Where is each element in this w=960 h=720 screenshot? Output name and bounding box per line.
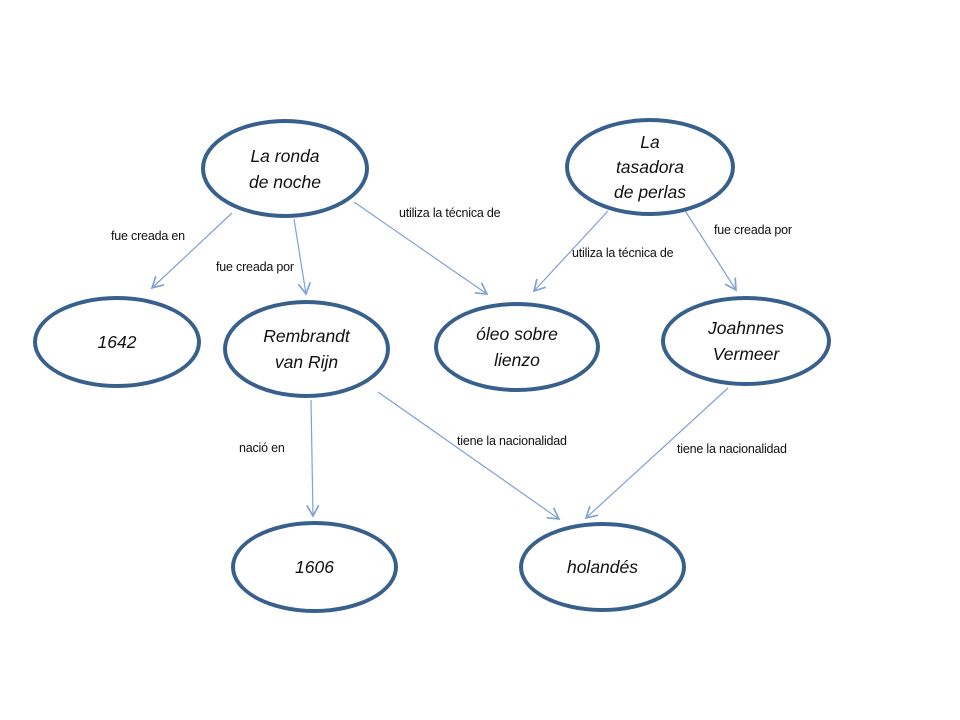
edge-label-fue-creada-por-ronda: fue creada por xyxy=(216,260,294,274)
edge-vermeer-holandes xyxy=(584,387,729,520)
edge-ronda-rembrandt xyxy=(293,218,312,296)
node-holandes: holandés xyxy=(519,522,686,612)
edge-label-nacio-en: nació en xyxy=(239,441,285,455)
node-la-ronda-de-noche: La ronda de noche xyxy=(201,119,369,218)
node-label-line: de perlas xyxy=(614,181,686,202)
edge-ronda-oleo xyxy=(353,201,489,295)
node-1606: 1606 xyxy=(231,521,398,613)
node-label-line: 1642 xyxy=(97,332,137,352)
edge-label-utiliza-tecnica-tasadora: utiliza la técnica de xyxy=(572,246,674,260)
node-oleo-sobre-lienzo: óleo sobre lienzo xyxy=(434,302,600,392)
edge-rembrandt-holandes xyxy=(377,391,561,520)
edge-label-fue-creada-en: fue creada en xyxy=(111,229,185,243)
node-label-line: holandés xyxy=(566,557,639,577)
node-label-line: óleo sobre xyxy=(476,324,558,344)
edge-label-tiene-nacionalidad-vermeer: tiene la nacionalidad xyxy=(677,442,787,456)
edge-label-tiene-nacionalidad-rembrandt: tiene la nacionalidad xyxy=(457,434,567,448)
node-label-line: van Rijn xyxy=(274,352,339,372)
node-label-line: La xyxy=(640,131,660,152)
edge-label-utiliza-tecnica-ronda: utiliza la técnica de xyxy=(399,206,501,220)
node-label-line: Joahnnes xyxy=(708,318,784,338)
edge-rembrandt-1606 xyxy=(306,399,320,518)
node-label-line: tasadora xyxy=(615,156,685,177)
node-label-line: Rembrandt xyxy=(263,326,350,346)
node-label-line: de noche xyxy=(248,171,321,192)
edge-tasadora-oleo xyxy=(532,210,609,293)
node-rembrandt-van-rijn: Rembrandt van Rijn xyxy=(223,300,390,398)
node-1642: 1642 xyxy=(33,296,201,388)
node-la-tasadora-de-perlas: La tasadora de perlas xyxy=(565,118,735,216)
node-label-line: 1606 xyxy=(295,557,334,577)
node-label-line: La ronda xyxy=(250,145,320,166)
edge-label-fue-creada-por-tasadora: fue creada por xyxy=(714,223,792,237)
node-label-line: lienzo xyxy=(494,350,540,370)
edge-ronda-1642 xyxy=(150,212,233,290)
edge-tasadora-vermeer xyxy=(683,208,737,292)
node-joahnnes-vermeer: Joahnnes Vermeer xyxy=(661,296,831,386)
node-label-line: Vermeer xyxy=(712,344,780,364)
